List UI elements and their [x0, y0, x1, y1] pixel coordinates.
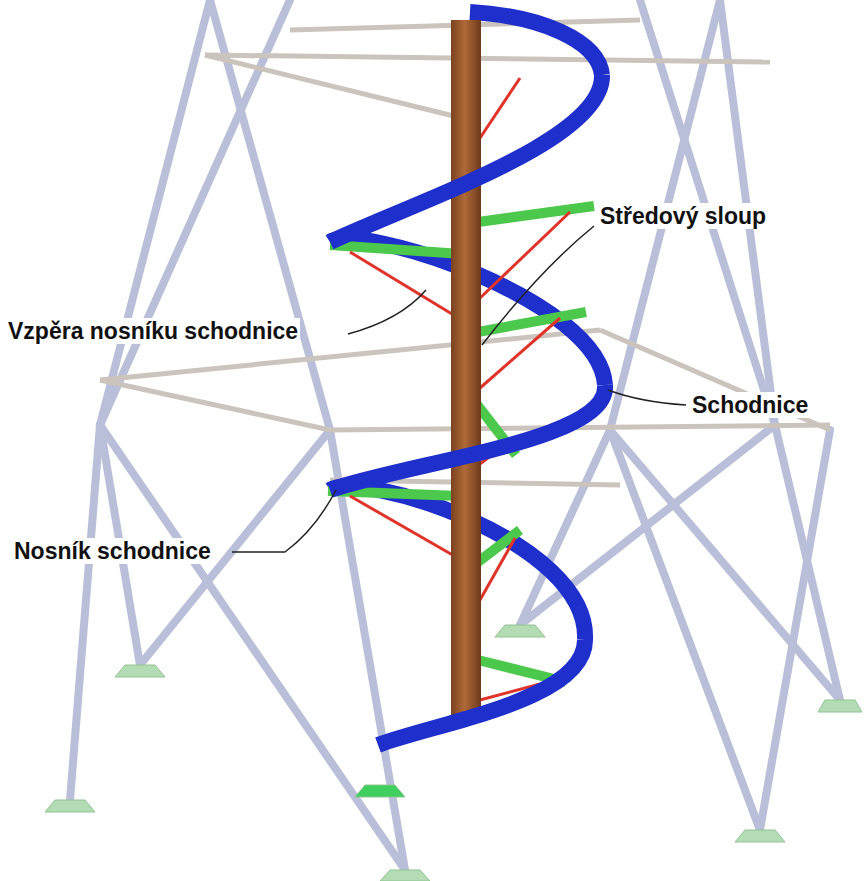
central-column [451, 20, 481, 720]
leader-line [232, 226, 686, 552]
part-label: Středový sloup [598, 203, 768, 229]
part-label: Vzpěra nosníku schodnice [6, 318, 300, 344]
tower-lattice [70, 0, 840, 870]
part-label: Schodnice [690, 392, 810, 418]
stair-stringer-front [330, 75, 605, 745]
part-label: Nosník schodnice [12, 538, 213, 564]
